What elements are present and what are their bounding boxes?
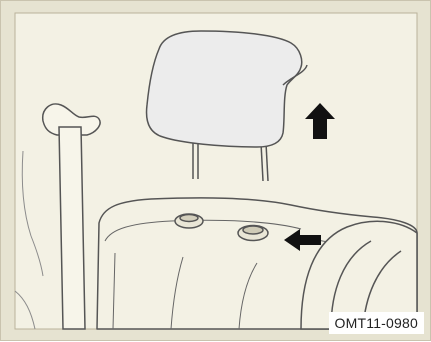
seat-belt-strap: [59, 127, 85, 329]
headrest-socket-right-release-button: [238, 226, 268, 241]
headrest: [147, 31, 307, 147]
figure-code-label: OMT11-0980: [329, 312, 424, 334]
headrest-socket-left: [175, 214, 203, 228]
